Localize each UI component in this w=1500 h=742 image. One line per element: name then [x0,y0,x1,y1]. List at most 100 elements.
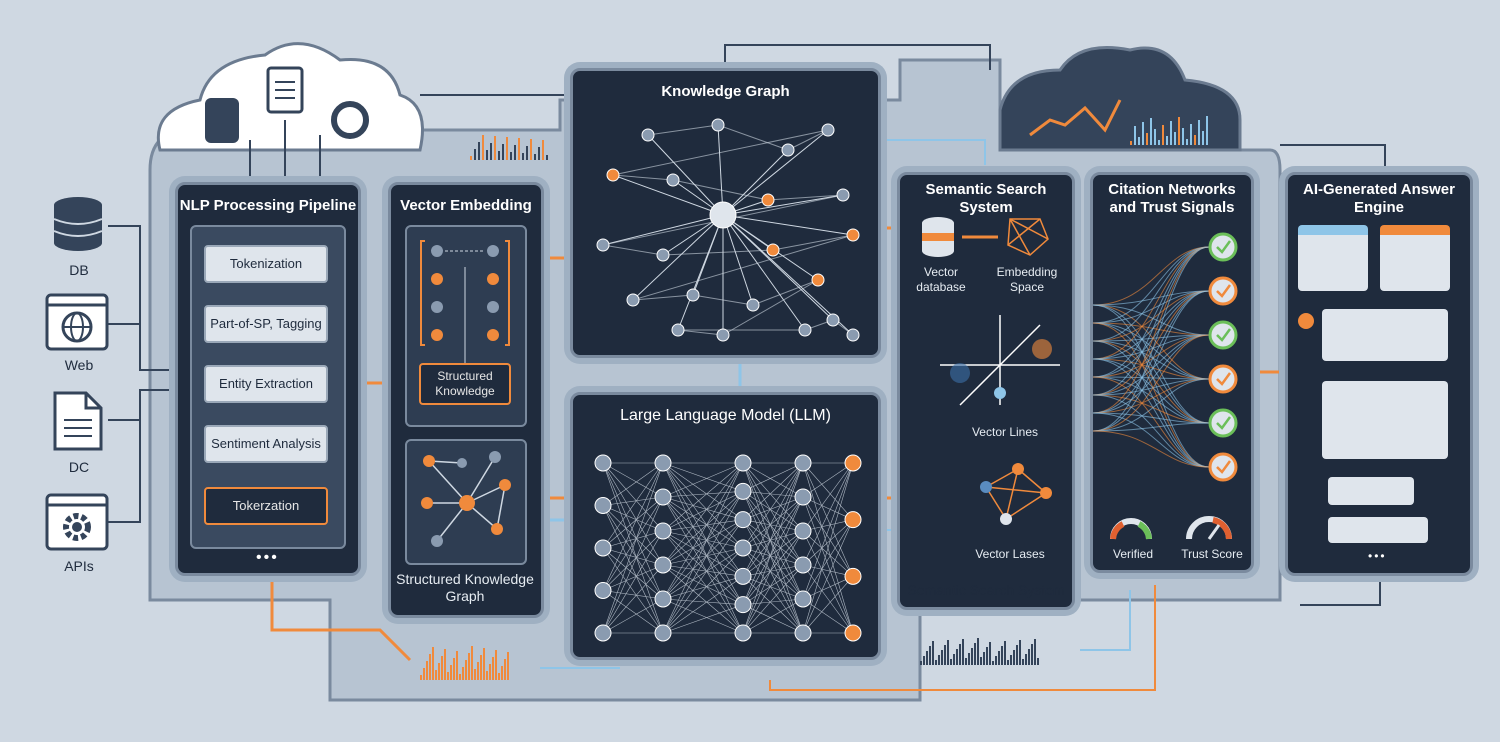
answer-bubble-1 [1322,309,1448,361]
nn-neuron [654,488,672,506]
verified-label: Verified [1112,547,1154,561]
kg-node [826,313,840,327]
kg-node [781,143,795,157]
gear-icon [45,493,109,551]
kg-node [711,118,725,132]
llm-panel: Large Language Model (LLM) [570,392,881,660]
nn-neuron [844,624,862,642]
nn-neuron [794,488,812,506]
embedding-space-label: Embedding Space [996,265,1058,294]
nn-neuron [654,590,672,608]
nn-neuron [794,454,812,472]
kg-central-node [709,201,737,229]
nn-neuron [594,624,612,642]
nn-neuron [654,522,672,540]
source-dc [52,390,104,452]
nlp-step-5: Tokerzation [204,487,328,525]
kg-node [671,323,685,337]
kg-node [846,328,860,342]
kg-node [716,328,730,342]
nn-neuron [734,624,752,642]
nlp-step-4: Sentiment Analysis [204,425,328,463]
kg-node [656,248,670,262]
semantic-footer: Semantic Search System [907,582,1065,598]
trust-score-gauge-icon [1186,516,1232,540]
knowledge-graph-panel: Knowledge Graph [570,68,881,358]
nlp-step-1: Tokenization [204,245,328,283]
vector-title: Vector Embedding [400,197,532,214]
citation-title: Citation Networks and Trust Signals [1108,181,1236,216]
semantic-title: Semantic Search System [925,181,1047,216]
nn-neuron [594,582,612,599]
nn-neuron [844,567,862,585]
nn-neuron [594,454,612,472]
nlp-step-3: Entity Extraction [204,365,328,403]
kg-node [836,188,850,202]
nn-neuron [844,454,862,472]
kg-node [746,298,760,312]
nlp-panel: NLP Processing Pipeline Tokenization Par… [175,182,361,576]
nn-neuron [794,556,812,574]
nn-neuron [794,522,812,540]
nn-neuron [734,596,752,614]
answer-bubble-4 [1328,517,1428,543]
kg-node [846,228,860,242]
source-apis [45,493,109,551]
nn-neuron [734,511,752,529]
check-icon [1208,276,1238,306]
nn-neuron [844,511,862,529]
source-apis-label: APIs [64,558,94,574]
answer-card-2 [1380,225,1450,291]
document-icon [53,391,103,451]
source-web [45,293,109,351]
vector-axes-graphic [940,315,1060,406]
knowledge-graph-network [596,118,860,342]
kg-node [798,323,812,337]
kg-node [606,168,620,182]
structured-graph-label: Structured Knowledge Graph [396,571,534,604]
vector-db-label: Vector database [916,265,966,294]
nn-neuron [594,539,612,557]
nn-neuron [734,539,752,557]
kg-node [626,293,640,307]
check-icon [1208,452,1238,482]
source-web-label: Web [64,357,94,373]
semantic-icons [922,217,1049,257]
kg-node [821,123,835,137]
nn-neuron [594,497,612,514]
structured-knowledge: Structured Knowledge [419,363,511,405]
nn-neuron [654,624,672,642]
trust-gauges [1110,516,1232,540]
verified-gauge-icon [1110,518,1152,540]
check-icon [1208,408,1238,438]
vector-lases-graphic [980,463,1052,525]
kg-node [596,238,610,252]
mini-graph-graphic [421,451,511,547]
vector-matrix-graphic [420,240,510,367]
check-icon [1208,232,1238,262]
knowledge-graph-mini [405,439,527,565]
nn-neuron [654,454,672,472]
citation-network [1093,232,1238,482]
source-db-label: DB [69,262,89,278]
answer-title: AI-Generated Answer Engine [1303,181,1455,216]
vector-lases-label: Vector Lases [975,547,1045,561]
nn-neuron [794,590,812,608]
kg-node [666,173,680,187]
globe-icon [45,293,109,351]
source-db [50,195,106,255]
ai-avatar-icon [1298,313,1314,329]
check-icon [1208,364,1238,394]
nn-neuron [654,556,672,574]
llm-title: Large Language Model (LLM) [620,407,831,424]
kg-node [766,243,780,257]
vector-lines-label: Vector Lines [971,425,1039,439]
embedding-space-icon [1007,218,1049,256]
vector-panel: Vector Embedding Structured Knowledge [388,182,544,618]
nlp-more: ••• [256,549,279,566]
database-icon [53,197,103,251]
kg-node [641,128,655,142]
nlp-step-2: Part-of-SP, Tagging [204,305,328,343]
semantic-panel: Semantic Search System Vector database E… [897,172,1075,610]
